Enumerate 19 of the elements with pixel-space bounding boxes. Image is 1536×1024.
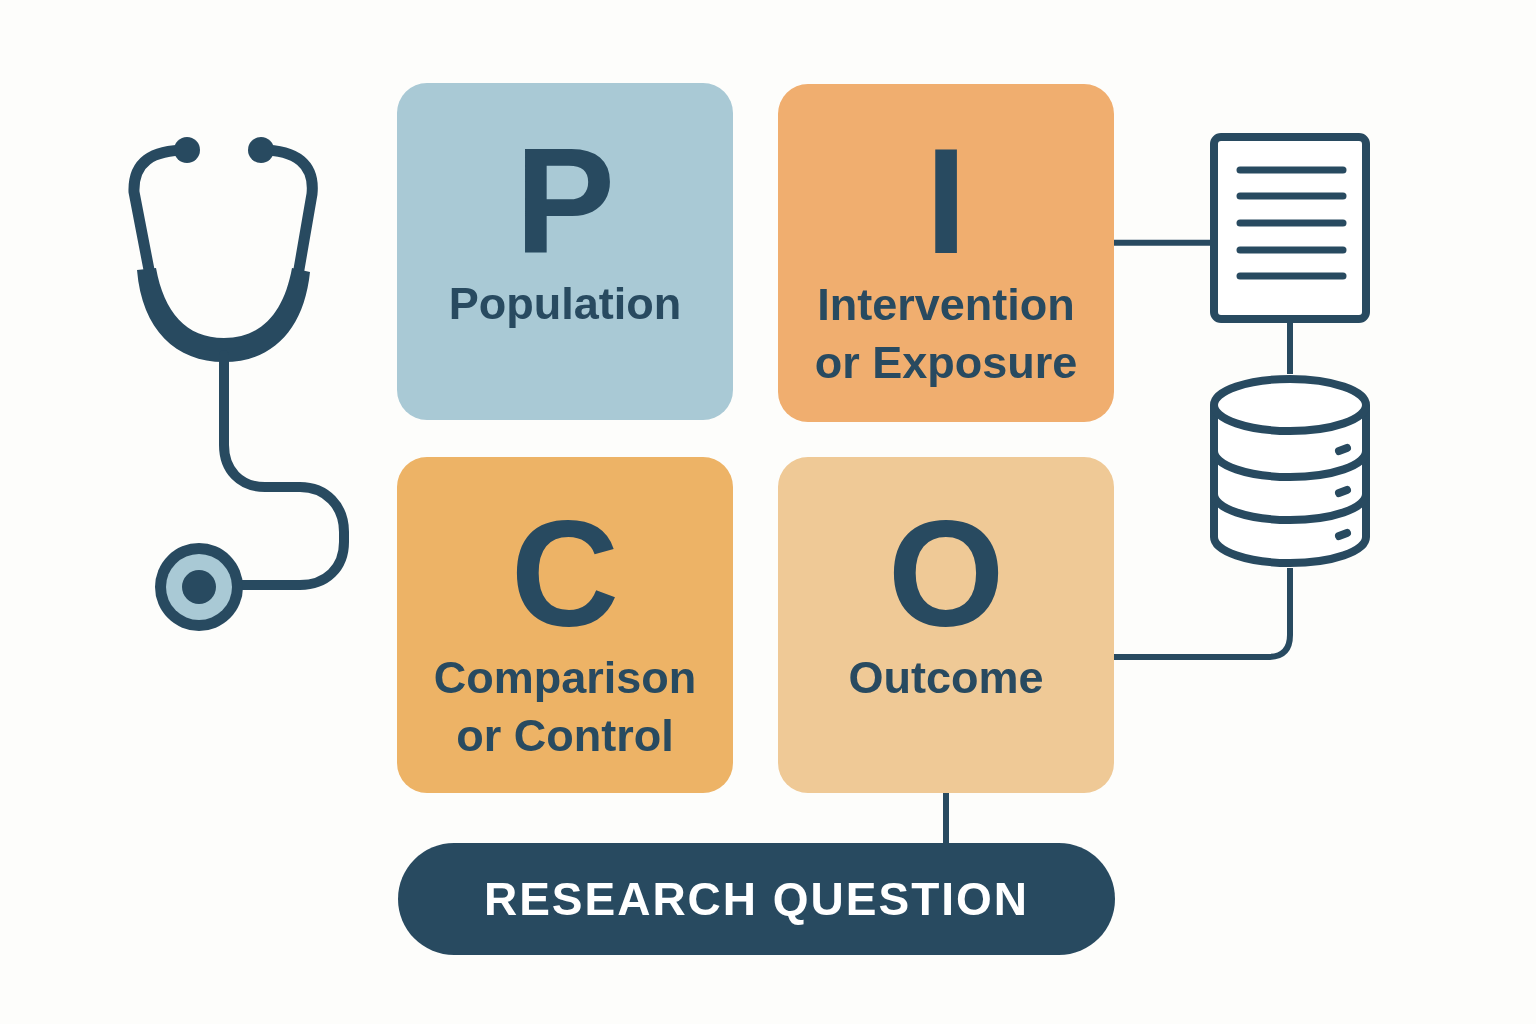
card-label: Population xyxy=(447,277,683,331)
letter-heading: O xyxy=(887,499,1005,649)
connector-line xyxy=(1114,239,1210,246)
category-card xyxy=(397,457,733,793)
card-label: Comparison or Control xyxy=(432,651,698,763)
letter-heading: I xyxy=(925,126,967,276)
database-icon xyxy=(1208,374,1372,568)
document-icon xyxy=(1210,133,1370,323)
category-card xyxy=(778,84,1114,422)
connector-line xyxy=(1114,568,1293,660)
banner-label: RESEARCH QUESTION xyxy=(483,872,1030,927)
connector-line xyxy=(943,793,949,843)
card-label: Outcome xyxy=(847,651,1045,705)
letter-heading: P xyxy=(514,125,616,275)
letter-heading: C xyxy=(510,499,620,649)
card-label: Intervention or Exposure xyxy=(813,278,1079,390)
connector-line xyxy=(1287,323,1293,374)
category-card xyxy=(778,457,1114,793)
category-card xyxy=(397,83,733,420)
